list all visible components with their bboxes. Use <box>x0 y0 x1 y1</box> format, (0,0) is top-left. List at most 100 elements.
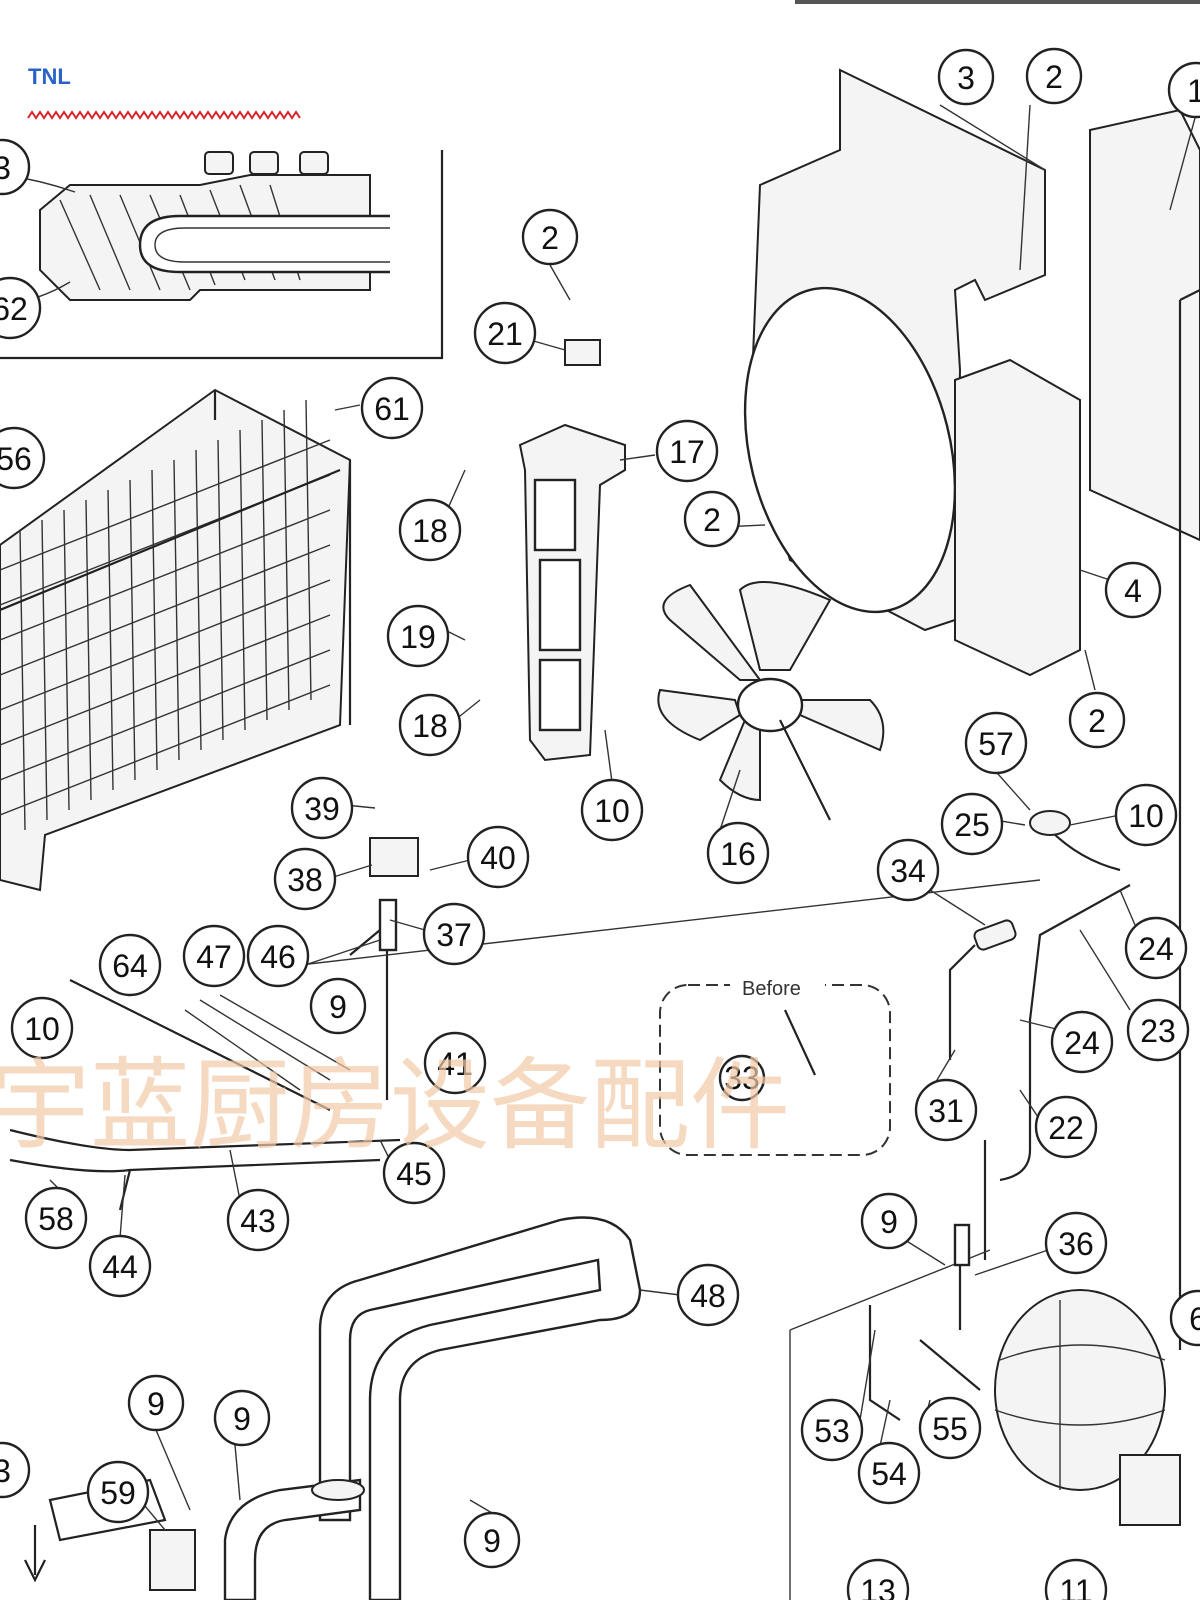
callout-circle-c62 <box>0 276 42 340</box>
compressor <box>789 1223 1181 1600</box>
callout-label-c41: 41 <box>437 1046 473 1082</box>
callout-circle-c9e <box>463 1511 521 1569</box>
callout-label-c19: 19 <box>400 619 436 655</box>
callout-label-c62: 62 <box>0 291 28 327</box>
callout-label-c9e: 9 <box>483 1523 501 1559</box>
callout-label-c61: 61 <box>374 391 410 427</box>
callout-circle-c24b <box>1050 1010 1114 1074</box>
callout-circle-c23 <box>1126 998 1190 1062</box>
callout-circle-c9b <box>860 1192 918 1250</box>
callout-circle-c21 <box>473 301 537 365</box>
condenser-coil <box>0 388 352 892</box>
callout-label-c38: 38 <box>287 862 323 898</box>
callout-circle-c55 <box>918 1396 982 1460</box>
callout-label-c39: 39 <box>304 791 340 827</box>
callout-label-c10a: 10 <box>594 793 630 829</box>
callout-circle-c6edge <box>1169 1289 1200 1347</box>
callout-label-c56: 56 <box>0 441 32 477</box>
callout-before-33: 33 <box>724 1060 760 1096</box>
callout-label-c16: 16 <box>720 836 756 872</box>
callout-circle-c34 <box>876 838 940 902</box>
callout-circle-c17 <box>655 419 719 483</box>
callout-circle-c39 <box>290 776 354 840</box>
callout-label-c25: 25 <box>954 807 990 843</box>
callout-label-c43: 43 <box>240 1203 276 1239</box>
red-underline <box>27 110 301 120</box>
callout-circle-c46 <box>246 924 310 988</box>
callout-circle-c64 <box>98 933 162 997</box>
callout-label-c44: 44 <box>102 1249 138 1285</box>
callout-circle-c57 <box>964 711 1028 775</box>
callout-circle-c2c <box>1068 691 1126 749</box>
callout-label-c6edge: 6 <box>1189 1301 1200 1337</box>
callout-label-c18b: 18 <box>412 708 448 744</box>
bracket-panel <box>518 339 626 762</box>
callout-circle-c3edge <box>0 1441 31 1499</box>
callout-circle-c59 <box>86 1460 150 1524</box>
before-box: Before 33 <box>659 975 891 1156</box>
callout-circle-c53 <box>800 1398 864 1462</box>
callout-circle-c10a <box>580 778 644 842</box>
callout-label-c18a: 18 <box>412 513 448 549</box>
callout-circle-c40 <box>466 825 530 889</box>
callout-label-c9b: 9 <box>880 1204 898 1240</box>
fan-shroud <box>743 68 1200 1350</box>
callout-circle-c3inset <box>0 138 31 196</box>
callout-label-c2a: 2 <box>541 220 559 256</box>
callout-label-c17: 17 <box>669 434 705 470</box>
callout-label-c31: 31 <box>928 1093 964 1129</box>
callout-circle-c37 <box>422 902 486 966</box>
callout-label-c59: 59 <box>100 1475 136 1511</box>
callout-label-c58: 58 <box>38 1201 74 1237</box>
callout-circle-c36 <box>1044 1211 1108 1275</box>
callout-before-33-circle <box>718 1054 766 1102</box>
callout-label-c9c: 9 <box>147 1386 165 1422</box>
drier-and-tubes <box>948 810 1131 1260</box>
callout-label-c24a: 24 <box>1138 931 1174 967</box>
callout-label-c4: 4 <box>1124 573 1142 609</box>
callout-circle-c9c <box>127 1374 185 1432</box>
logo-text: TNL <box>28 64 71 89</box>
callout-circle-c9d <box>213 1389 271 1447</box>
callout-label-c57: 57 <box>978 726 1014 762</box>
valve-assembly <box>349 837 419 1100</box>
callout-label-c10b: 10 <box>1128 798 1164 834</box>
callout-label-c3edge: 3 <box>0 1453 11 1489</box>
suction-tubes <box>223 1216 642 1600</box>
callout-label-c23: 23 <box>1140 1013 1176 1049</box>
callout-circle-c47 <box>182 924 246 988</box>
top-edge-bar <box>795 0 1200 4</box>
callout-label-c46: 46 <box>260 939 296 975</box>
callout-label-c45: 45 <box>396 1156 432 1192</box>
callout-circle-c1edge <box>1167 61 1200 119</box>
callout-label-c55: 55 <box>932 1411 968 1447</box>
callout-circle-c24a <box>1124 916 1188 980</box>
callout-circle-c16 <box>706 821 770 885</box>
callout-circle-c10c <box>10 996 74 1060</box>
callout-label-c21: 21 <box>487 316 523 352</box>
watermark-text: 宇蓝厨房设备配件 <box>0 1047 790 1164</box>
callout-circle-c22 <box>1034 1095 1098 1159</box>
callout-circle-c38 <box>273 847 337 911</box>
inset-detail <box>0 150 444 360</box>
callout-label-c13: 13 <box>860 1573 896 1600</box>
callout-circle-c4 <box>1104 561 1162 619</box>
manifold <box>9 979 401 1591</box>
callout-label-c47: 47 <box>196 939 232 975</box>
callout-circle-c56 <box>0 426 46 490</box>
callout-circle-c25 <box>940 792 1004 856</box>
callout-label-c2b: 2 <box>703 502 721 538</box>
callout-circle-c18b <box>398 693 462 757</box>
callout-circle-c2top <box>1025 47 1083 105</box>
callout-circle-c18a <box>398 498 462 562</box>
part-21-block <box>564 339 601 366</box>
callout-circle-c2a <box>521 208 579 266</box>
callout-label-c54: 54 <box>871 1456 907 1492</box>
callout-circle-c44 <box>88 1234 152 1298</box>
callout-circle-c9a <box>309 977 367 1035</box>
callout-label-c53: 53 <box>814 1413 850 1449</box>
callout-circle-c61 <box>360 376 424 440</box>
callout-circle-c43 <box>226 1188 290 1252</box>
